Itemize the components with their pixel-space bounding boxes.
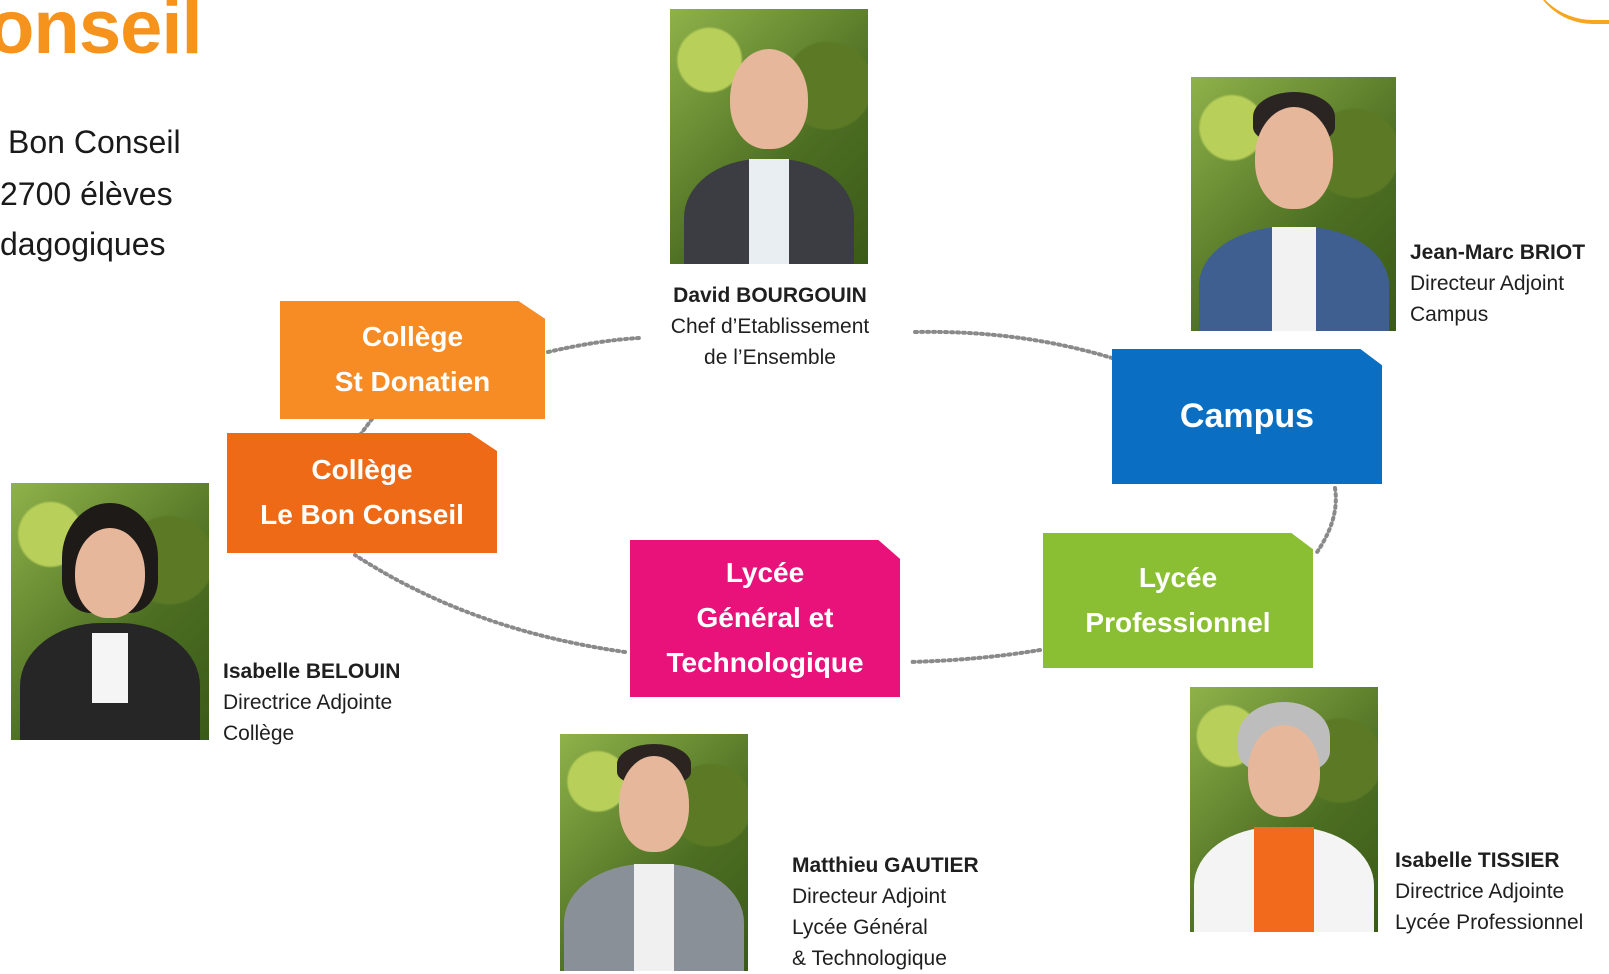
scarf-shape (1254, 827, 1314, 932)
caption-david-bourgouin: David BOURGOUIN Chef d’Etablissement de … (660, 280, 880, 373)
person-role-detail: de l’Ensemble (704, 346, 836, 369)
caption-matthieu-gautier: Matthieu GAUTIER Directeur Adjoint Lycée… (792, 850, 979, 974)
head-shape (1254, 107, 1333, 209)
head-shape (1248, 725, 1320, 817)
person-name: David BOURGOUIN (673, 284, 867, 307)
link-lyceepro-lyceegt (908, 648, 1042, 664)
head-shape (730, 49, 808, 149)
person-role-detail: Lycée Professionnel (1395, 911, 1584, 934)
person-name: Jean-Marc BRIOT (1410, 241, 1586, 264)
link-bourgouin-campus (913, 329, 1114, 360)
photo-isabelle-tissier (1190, 687, 1378, 932)
person-name: Matthieu GAUTIER (792, 854, 979, 877)
unit-college-st-donatien-label: Collège St Donatien (334, 321, 491, 397)
unit-campus[interactable]: Campus (1112, 349, 1382, 484)
person-role: Directrice Adjointe (223, 691, 393, 714)
person-name: Isabelle BELOUIN (223, 660, 401, 683)
intro-line-1: Bon Conseil (8, 124, 181, 160)
photo-matthieu-gautier (560, 734, 748, 971)
intro-line-2-text: 2700 élèves (0, 176, 173, 212)
photo-david-bourgouin (670, 9, 868, 264)
page-title: onseil (0, 0, 203, 70)
photo-isabelle-belouin (11, 483, 209, 740)
person-role-detail-2: & Technologique (792, 947, 947, 970)
link-lyceegt-bonconseil (353, 553, 627, 654)
unit-lycee-professionnel-label: Lycée Professionnel (1085, 561, 1271, 638)
link-stdonatien-bourgouin (546, 336, 642, 354)
caption-jean-marc-briot: Jean-Marc BRIOT Directeur Adjoint Campus (1410, 237, 1585, 330)
person-role: Directeur Adjoint (792, 885, 947, 908)
person-role: Directrice Adjointe (1395, 880, 1565, 903)
person-role-detail: Lycée Général (792, 916, 928, 939)
shirt-shape (1271, 227, 1316, 331)
unit-lycee-general-technologique-label: Lycée Général et Technologique (666, 557, 864, 678)
unit-college-bon-conseil[interactable]: Collège Le Bon Conseil (227, 433, 497, 553)
head-shape (75, 528, 145, 618)
unit-college-st-donatien[interactable]: Collège St Donatien (280, 301, 545, 419)
person-role-detail: Campus (1410, 303, 1489, 326)
link-campus-lyceepro (1313, 486, 1338, 557)
unit-lycee-general-technologique[interactable]: Lycée Général et Technologique (630, 540, 900, 697)
caption-isabelle-tissier: Isabelle TISSIER Directrice Adjointe Lyc… (1395, 845, 1583, 938)
person-role-detail: Collège (223, 722, 295, 745)
head-shape (619, 756, 689, 852)
intro-line-2: 2700 élèves (0, 176, 173, 213)
shirt-shape (92, 633, 128, 703)
unit-lycee-professionnel[interactable]: Lycée Professionnel (1043, 533, 1313, 668)
caption-isabelle-belouin: Isabelle BELOUIN Directrice Adjointe Col… (223, 656, 400, 749)
photo-jean-marc-briot (1191, 77, 1396, 331)
person-role: Directeur Adjoint (1410, 272, 1565, 295)
shirt-shape (749, 159, 789, 264)
unit-college-bon-conseil-label: Collège Le Bon Conseil (260, 454, 464, 530)
unit-campus-label: Campus (1179, 397, 1315, 436)
intro-line-3: dagogiques (0, 226, 166, 262)
person-role: Chef d’Etablissement (670, 315, 870, 338)
shirt-shape (634, 864, 674, 971)
person-name: Isabelle TISSIER (1395, 849, 1560, 872)
